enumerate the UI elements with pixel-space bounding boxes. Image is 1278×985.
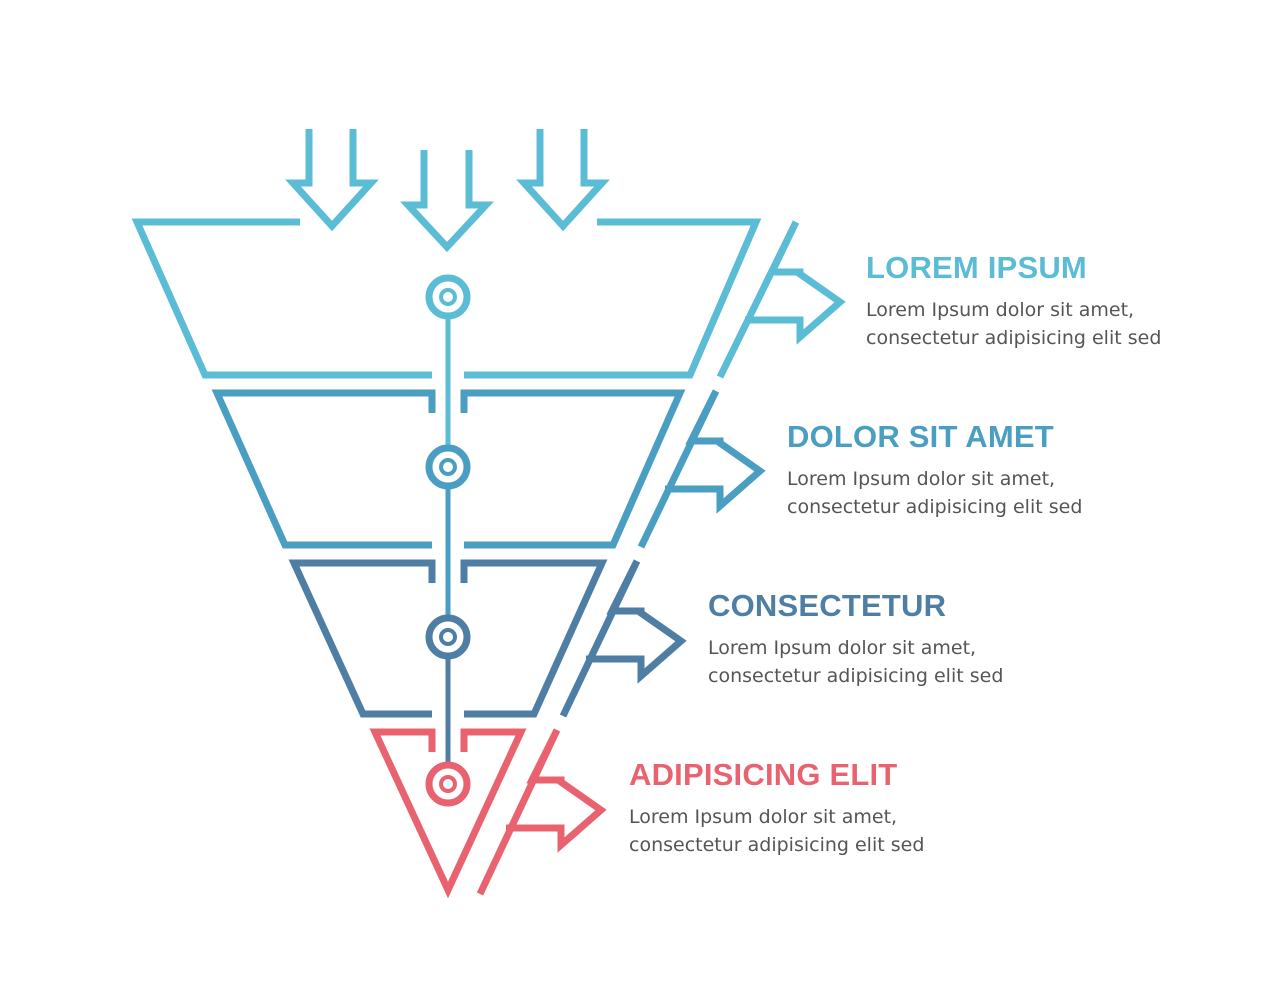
node-4-outer-ring-icon bbox=[425, 761, 471, 807]
stage-title-2: DOLOR SIT AMET bbox=[787, 419, 1054, 454]
node-2 bbox=[425, 444, 471, 490]
funnel-level-4 bbox=[369, 728, 607, 899]
funnel-segment-1-right bbox=[464, 218, 762, 379]
node-3-outer-ring-icon bbox=[425, 614, 471, 660]
node-1-outer-ring-icon bbox=[425, 274, 471, 320]
node-1 bbox=[425, 274, 471, 320]
input-arrows bbox=[285, 129, 610, 253]
funnel-segment-2 bbox=[211, 389, 436, 549]
funnel-segment-1 bbox=[131, 218, 432, 379]
funnel-level-3 bbox=[288, 559, 687, 718]
node-2-outer-ring-icon bbox=[425, 444, 471, 490]
funnel-segment-4 bbox=[369, 728, 527, 899]
funnel-segment-2-right bbox=[460, 389, 686, 549]
stage-label-3: CONSECTETUR Lorem Ipsum dolor sit amet, … bbox=[708, 588, 1003, 690]
stage-description-4: Lorem Ipsum dolor sit amet, consectetur … bbox=[629, 803, 924, 859]
input-arrow-center-icon bbox=[399, 150, 495, 253]
stage-description-1-line-2: consectetur adipisicing elit sed bbox=[866, 327, 1162, 349]
stage-description-2-line-2: consectetur adipisicing elit sed bbox=[787, 496, 1083, 518]
stage-label-1: LOREM IPSUM Lorem Ipsum dolor sit amet, … bbox=[866, 250, 1161, 352]
stage-label-4: ADIPISICING ELIT Lorem Ipsum dolor sit a… bbox=[629, 757, 924, 859]
output-arrow-4-icon bbox=[476, 728, 607, 896]
output-arrow-1-icon bbox=[716, 220, 846, 379]
input-arrow-right-icon bbox=[516, 129, 610, 232]
stage-title-1: LOREM IPSUM bbox=[866, 250, 1087, 285]
stage-title-3: CONSECTETUR bbox=[708, 588, 947, 623]
stage-description-1-line-1: Lorem Ipsum dolor sit amet, bbox=[866, 299, 1135, 321]
stage-description-3-line-1: Lorem Ipsum dolor sit amet, bbox=[708, 637, 977, 659]
output-arrow-3-icon bbox=[559, 559, 687, 718]
node-4-inner-ring-icon bbox=[439, 775, 457, 793]
stage-description-1: Lorem Ipsum dolor sit amet, consectetur … bbox=[866, 296, 1161, 352]
input-arrow-left-icon bbox=[285, 129, 379, 232]
funnel-segment-3-right bbox=[460, 559, 608, 718]
stage-description-4-line-2: consectetur adipisicing elit sed bbox=[629, 834, 925, 856]
funnel-level-1 bbox=[131, 218, 846, 379]
node-2-inner-ring-icon bbox=[439, 458, 457, 476]
stage-description-3-line-2: consectetur adipisicing elit sed bbox=[708, 665, 1004, 687]
funnel-segment-3 bbox=[288, 559, 436, 718]
node-3-inner-ring-icon bbox=[439, 628, 457, 646]
node-3 bbox=[425, 614, 471, 660]
stage-title-4: ADIPISICING ELIT bbox=[629, 757, 898, 792]
node-1-inner-ring-icon bbox=[439, 288, 457, 306]
stage-description-2: Lorem Ipsum dolor sit amet, consectetur … bbox=[787, 465, 1082, 521]
output-arrow-2-icon bbox=[637, 389, 766, 549]
node-4 bbox=[425, 761, 471, 807]
stage-description-4-line-1: Lorem Ipsum dolor sit amet, bbox=[629, 806, 898, 828]
stage-description-2-line-1: Lorem Ipsum dolor sit amet, bbox=[787, 468, 1056, 490]
stage-label-2: DOLOR SIT AMET Lorem Ipsum dolor sit ame… bbox=[787, 419, 1082, 521]
funnel-level-2 bbox=[211, 389, 766, 549]
stage-description-3: Lorem Ipsum dolor sit amet, consectetur … bbox=[708, 634, 1003, 690]
